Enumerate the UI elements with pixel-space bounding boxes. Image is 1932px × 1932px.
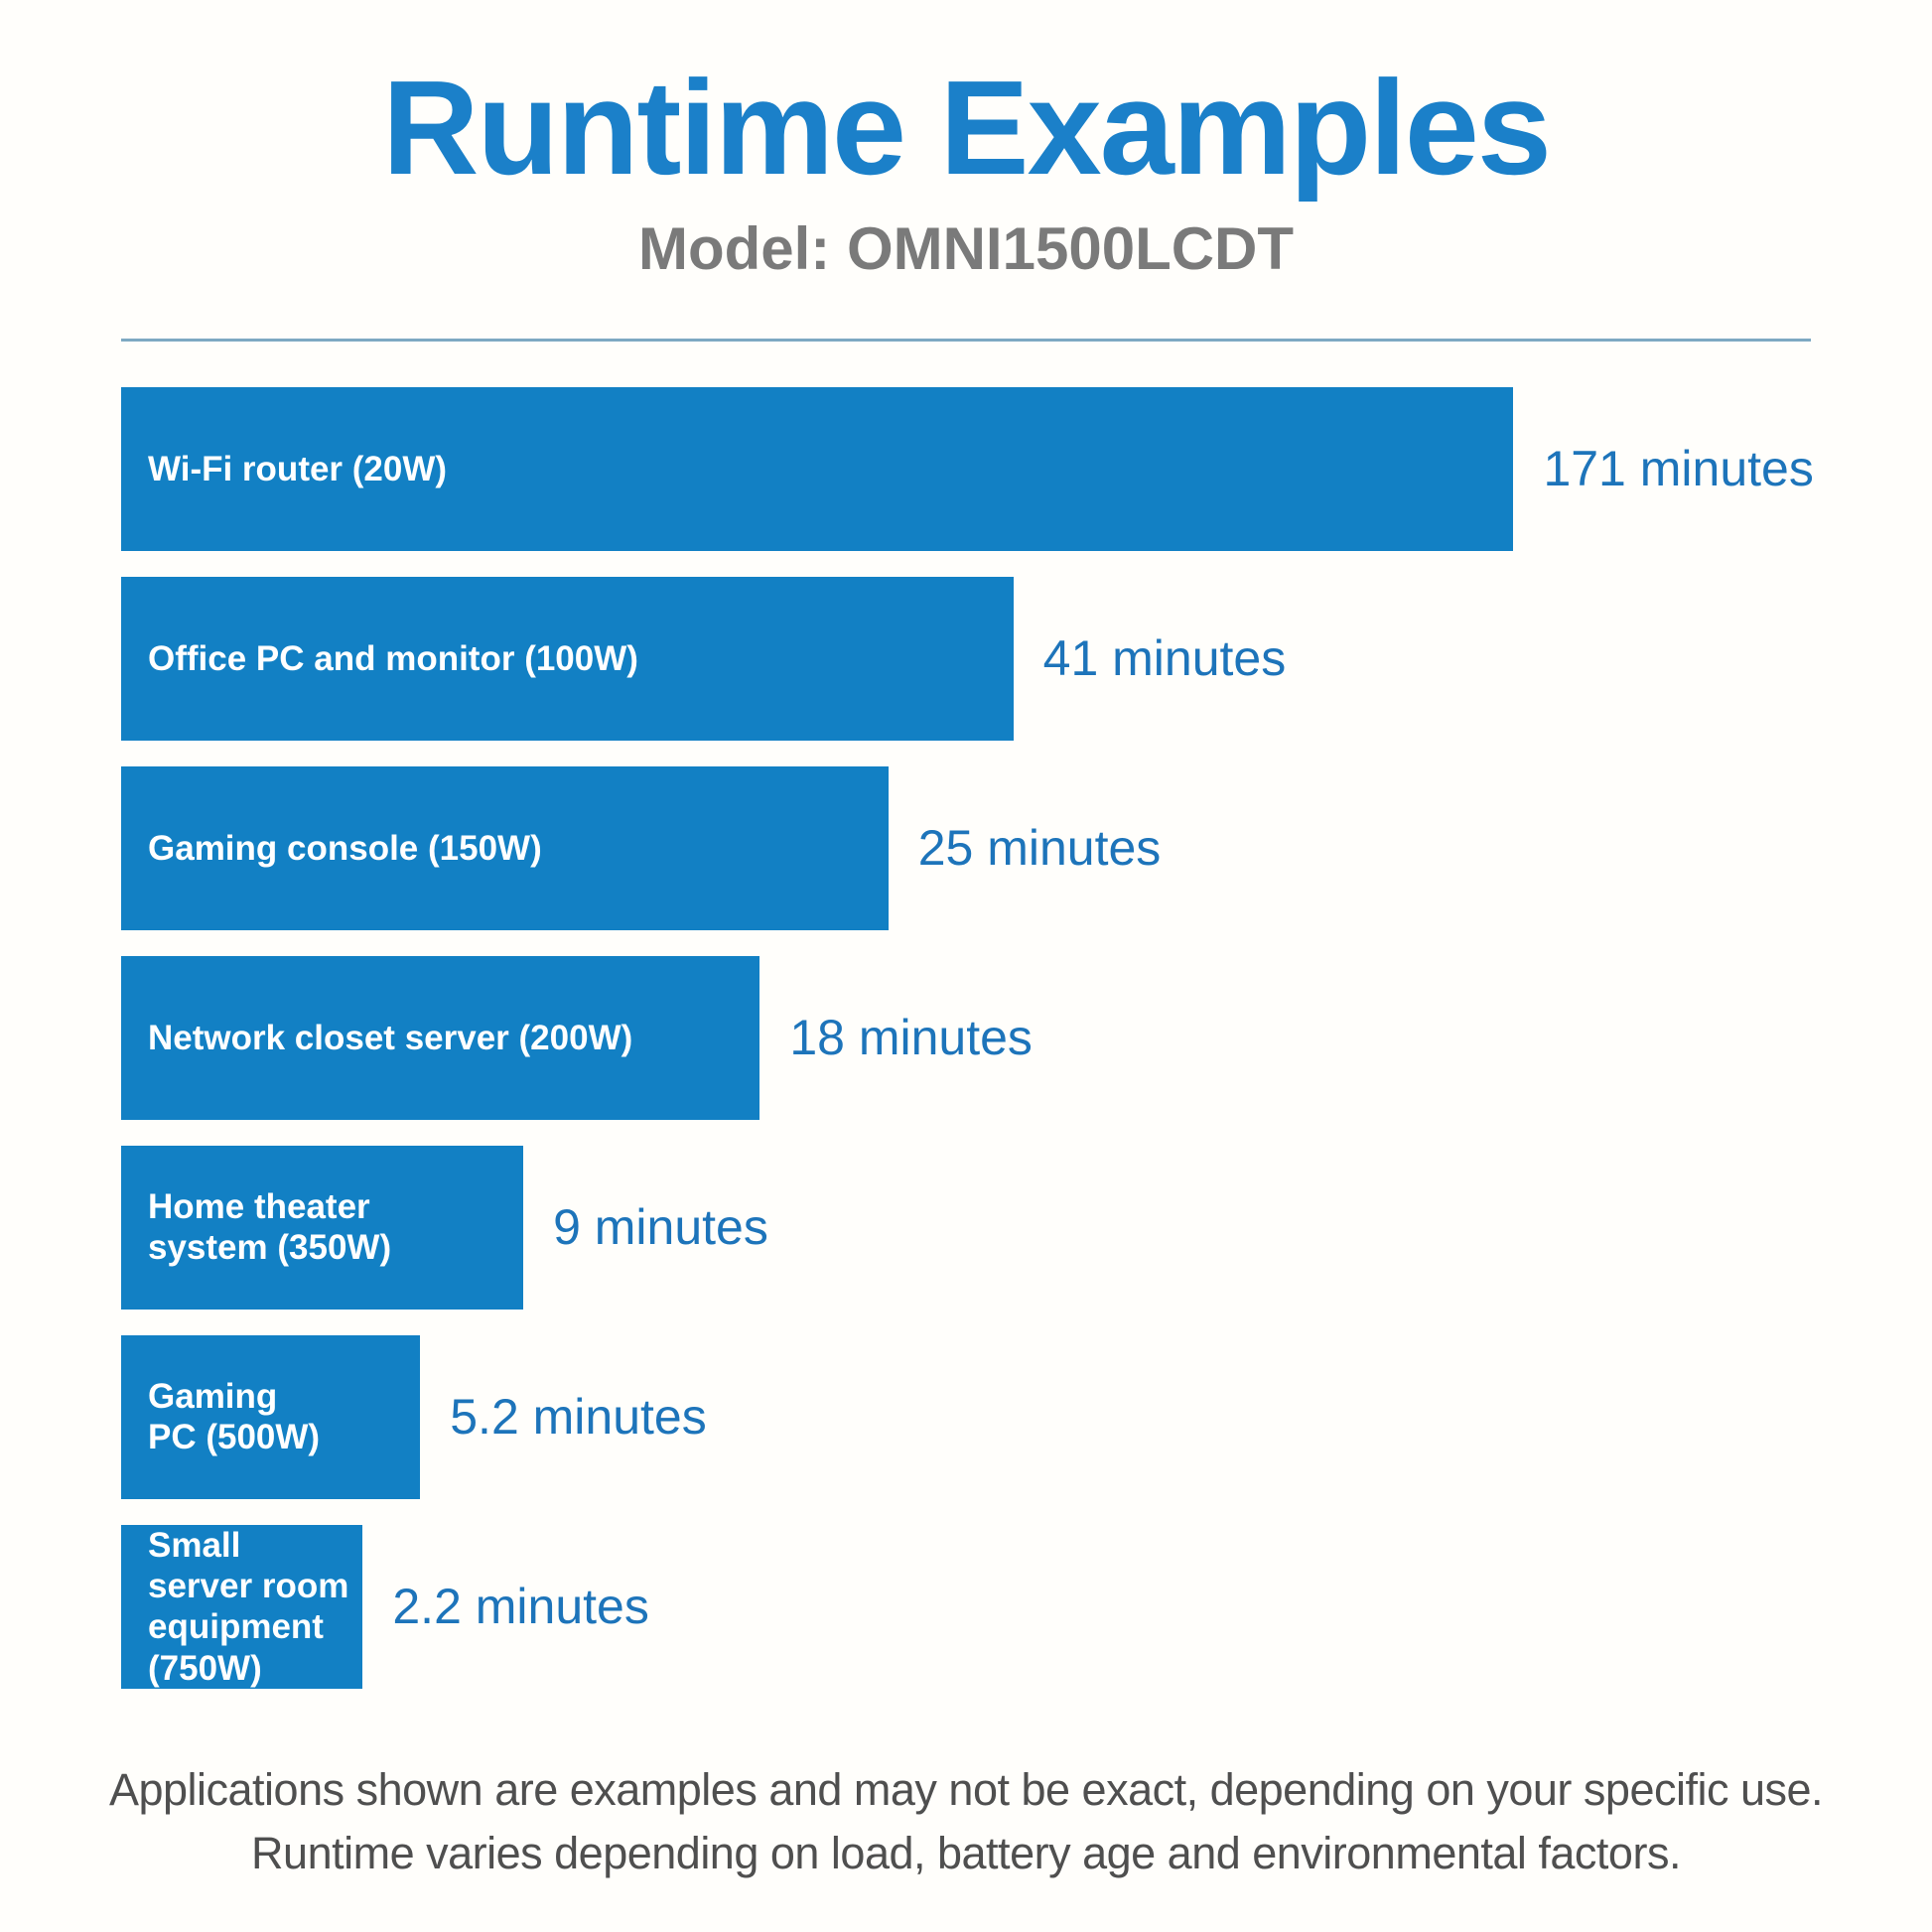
runtime-bar: Office PC and monitor (100W) [121, 576, 1014, 741]
bar-row-gaming-console: Gaming console (150W) 25 minutes [121, 765, 1811, 930]
runtime-bar: Gaming PC (500W) [121, 1334, 421, 1499]
value-label: 41 minutes [1042, 630, 1287, 687]
model-subtitle: Model: OMNI1500LCDT [637, 214, 1295, 282]
disclaimer: Applications shown are examples and may … [0, 1758, 1932, 1885]
bar-label: Home theater system (350W) [148, 1186, 392, 1268]
page-title: Runtime Examples [382, 53, 1552, 203]
disclaimer-line-2: Runtime varies depending on load, batter… [251, 1827, 1681, 1878]
value-label: 25 minutes [917, 820, 1162, 877]
bar-row-office-pc: Office PC and monitor (100W) 41 minutes [121, 576, 1811, 741]
runtime-bar: Gaming console (150W) [121, 765, 889, 930]
bar-row-small-server-room: Small server room equipment (750W) 2.2 m… [121, 1524, 1811, 1689]
bar-label: Office PC and monitor (100W) [148, 638, 638, 678]
value-label: 5.2 minutes [450, 1389, 707, 1446]
bar-row-gaming-pc: Gaming PC (500W) 5.2 minutes [121, 1334, 1811, 1499]
value-label: 171 minutes [1543, 441, 1814, 497]
bar-label: Network closet server (200W) [148, 1018, 633, 1057]
bar-row-network-server: Network closet server (200W) 18 minutes [121, 955, 1811, 1120]
bar-label: Gaming PC (500W) [148, 1376, 321, 1457]
runtime-bar: Network closet server (200W) [121, 955, 760, 1120]
bar-label: Gaming console (150W) [148, 828, 542, 868]
runtime-bar: Small server room equipment (750W) [121, 1524, 363, 1689]
bar-label: Small server room equipment (750W) [148, 1525, 349, 1688]
header-divider [121, 338, 1811, 342]
value-label: 2.2 minutes [392, 1579, 649, 1635]
bar-label: Wi-Fi router (20W) [148, 449, 448, 488]
bar-row-home-theater: Home theater system (350W) 9 minutes [121, 1145, 1811, 1310]
disclaimer-line-1: Applications shown are examples and may … [108, 1763, 1824, 1815]
runtime-bar-chart: Wi-Fi router (20W) 171 minutes Office PC… [121, 386, 1814, 1689]
value-label: 9 minutes [553, 1199, 768, 1256]
value-label: 18 minutes [789, 1010, 1033, 1066]
bar-row-wifi-router: Wi-Fi router (20W) 171 minutes [121, 386, 1814, 551]
runtime-bar: Home theater system (350W) [121, 1145, 524, 1310]
runtime-bar: Wi-Fi router (20W) [121, 386, 1514, 551]
